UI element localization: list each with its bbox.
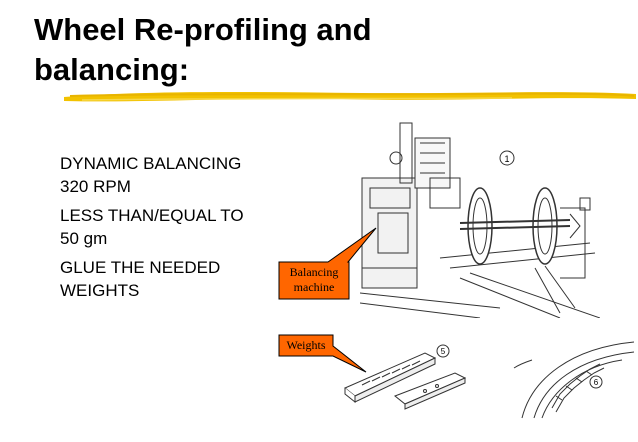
title-underline-brush	[64, 91, 636, 102]
bullet-text: LESS THAN/EQUAL TO	[60, 206, 244, 225]
wheel-weights-drawing: 6	[513, 341, 635, 419]
balancing-machine-callout: Balancing machine	[279, 262, 349, 298]
balancing-machine-drawing: 1	[360, 122, 600, 318]
bullet-text: WEIGHTS	[60, 281, 140, 300]
figure-marker-6: 6	[594, 378, 599, 387]
bullet-text: 50 gm	[60, 229, 108, 248]
figure-marker-5: 5	[441, 347, 446, 356]
callout-label: Balancing	[289, 265, 339, 279]
balancing-callout-shape	[278, 227, 377, 300]
slide-title-line-2: balancing:	[34, 52, 190, 87]
bullet-item: GLUE THE NEEDED WEIGHTS	[60, 256, 290, 302]
callout-label: machine	[293, 280, 335, 294]
slide-title: Wheel Re-profiling and balancing:	[34, 10, 554, 90]
figure-marker-1: 1	[504, 154, 509, 164]
bullet-text: 320 RPM	[60, 177, 131, 196]
bullet-item: LESS THAN/EQUAL TO 50 gm	[60, 204, 290, 250]
bullet-list: DYNAMIC BALANCING 320 RPM LESS THAN/EQUA…	[60, 152, 290, 308]
bullet-item: DYNAMIC BALANCING 320 RPM	[60, 152, 290, 198]
slide-title-line-1: Wheel Re-profiling and	[34, 12, 372, 47]
weights-callout: Weights	[286, 338, 326, 352]
weights-drawing: 5	[344, 344, 467, 410]
bullet-text: GLUE THE NEEDED	[60, 258, 221, 277]
bullet-text: DYNAMIC BALANCING	[60, 154, 242, 173]
weights-callout-shape	[278, 334, 367, 373]
